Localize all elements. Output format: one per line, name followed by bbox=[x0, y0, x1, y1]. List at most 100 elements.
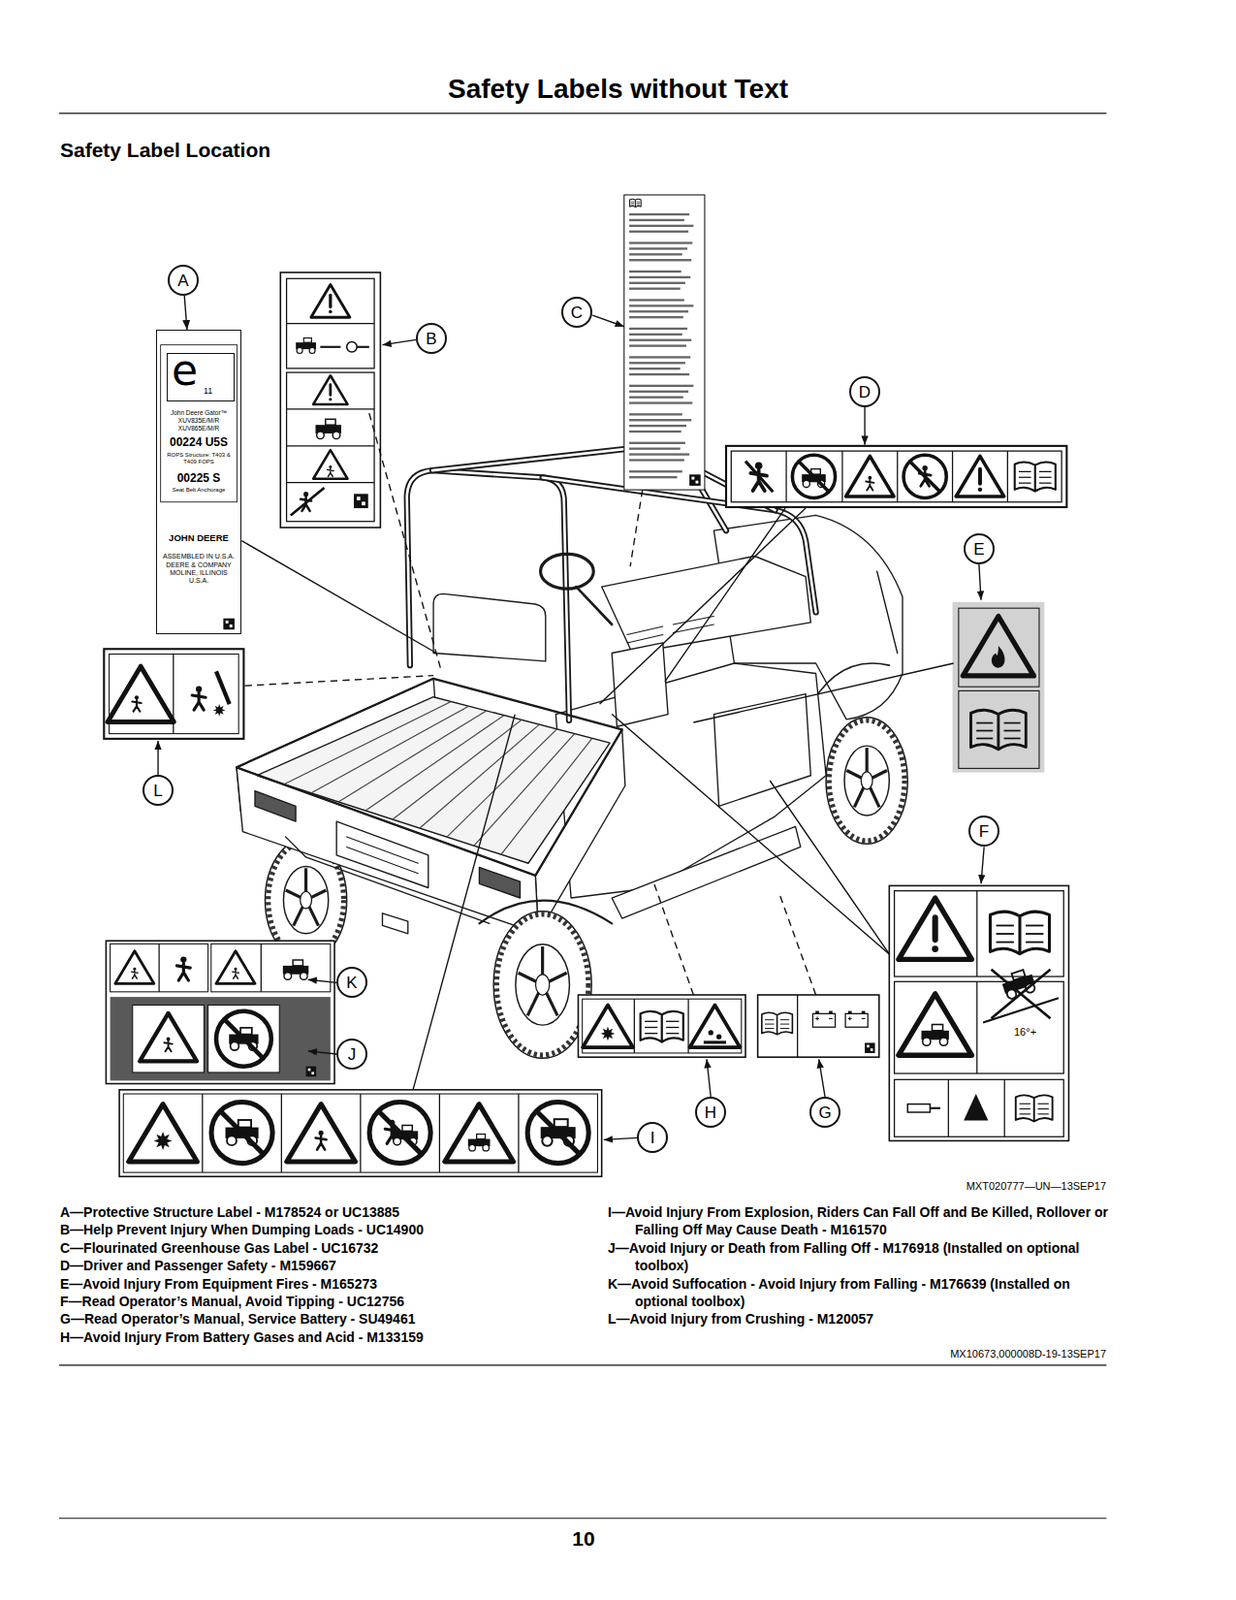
location-line bbox=[665, 507, 786, 682]
qr-code-cell bbox=[229, 624, 233, 628]
fine-print-line bbox=[629, 447, 681, 450]
section-heading: Safety Label Location bbox=[60, 137, 271, 163]
label-frame bbox=[286, 278, 375, 369]
tire bbox=[825, 717, 908, 844]
vehicle-outline bbox=[713, 694, 811, 807]
callout-letter: C bbox=[570, 304, 583, 321]
page-title: Safety Labels without Text bbox=[0, 72, 1236, 106]
fine-print-line bbox=[629, 367, 681, 370]
location-line bbox=[652, 879, 694, 995]
cell-divider bbox=[158, 943, 159, 991]
prohibition-slash bbox=[991, 969, 1051, 1019]
book-page-line bbox=[780, 1018, 790, 1020]
cylinder-icon bbox=[929, 1107, 941, 1110]
label-frame bbox=[119, 1089, 603, 1176]
prohibition-circle bbox=[792, 454, 835, 498]
acid-drop bbox=[716, 1034, 722, 1040]
plate-inner-frame bbox=[160, 345, 238, 503]
callout-letter: E bbox=[973, 540, 984, 558]
fine-print-line bbox=[629, 298, 685, 301]
vehicle-icon-wheel bbox=[226, 1135, 237, 1145]
bed-rib bbox=[392, 719, 522, 820]
legend-entry: L—Avoid Injury from Crushing - M120057 bbox=[607, 1309, 1114, 1328]
arrow-symbol bbox=[319, 346, 341, 349]
warning-triangle bbox=[898, 897, 972, 959]
fine-print-line bbox=[629, 219, 685, 222]
prohibition-slash bbox=[537, 1110, 580, 1154]
vehicle-icon-wheel bbox=[316, 431, 325, 440]
book-page-line bbox=[1025, 932, 1044, 935]
book-page-line bbox=[764, 1027, 774, 1029]
legend-entry: H—Avoid Injury From Battery Gases and Ac… bbox=[60, 1328, 424, 1346]
vehicle-outline bbox=[285, 836, 490, 923]
label-frame bbox=[758, 994, 880, 1057]
person-figure bbox=[232, 970, 239, 979]
tire-tread bbox=[496, 914, 589, 1055]
cell-divider bbox=[976, 981, 978, 1074]
vehicle-icon-wheel bbox=[309, 347, 316, 353]
fine-print-line bbox=[629, 452, 690, 455]
vehicle-outline bbox=[433, 593, 546, 661]
vehicle-icon-cab bbox=[303, 338, 312, 344]
vehicle-outline bbox=[254, 791, 296, 823]
label-frame bbox=[730, 450, 1062, 503]
cell-divider bbox=[976, 890, 978, 977]
illustration-group bbox=[103, 194, 1069, 1176]
book-page-line bbox=[1019, 1108, 1031, 1110]
book-page-line bbox=[1037, 1103, 1048, 1105]
footer-rule bbox=[59, 1517, 1107, 1519]
leader-arrow bbox=[157, 740, 159, 776]
battery-terminal bbox=[828, 1011, 833, 1015]
fine-print-line bbox=[629, 258, 692, 261]
cell-divider bbox=[785, 450, 787, 503]
callout-circle: B bbox=[415, 322, 447, 354]
label-frame bbox=[582, 998, 742, 1053]
cell-divider bbox=[286, 444, 375, 446]
fine-print-line bbox=[629, 396, 684, 399]
vehicle-icon-wheel bbox=[299, 972, 308, 981]
person-head bbox=[318, 1130, 324, 1136]
wheel-hub bbox=[300, 890, 313, 909]
callout-letter: I bbox=[650, 1129, 656, 1146]
tire-tread bbox=[828, 720, 905, 841]
warning-triangle bbox=[115, 950, 155, 984]
warning-triangle bbox=[139, 1013, 197, 1061]
person-head bbox=[921, 465, 927, 471]
explosion-icon bbox=[601, 1026, 616, 1042]
legend-entry: D—Driver and Passenger Safety - M159667 bbox=[60, 1256, 337, 1274]
exclamation-mark bbox=[328, 294, 332, 307]
book-page-line bbox=[996, 941, 1015, 944]
person-figure bbox=[865, 479, 874, 491]
label-ground bbox=[110, 996, 331, 1080]
fine-print-line bbox=[629, 412, 683, 415]
vehicle-icon-wheel bbox=[541, 1135, 552, 1145]
fine-print-line bbox=[629, 304, 694, 307]
cell-divider bbox=[517, 1093, 519, 1173]
label-frame bbox=[103, 648, 244, 739]
cylinder-icon bbox=[907, 1104, 930, 1112]
callout-letter: G bbox=[818, 1104, 831, 1121]
person-figure bbox=[327, 468, 334, 476]
callout-circle: L bbox=[142, 774, 174, 806]
exclamation-dot bbox=[931, 945, 939, 952]
book-page-line bbox=[976, 729, 993, 732]
figure-code: MXT020777—UN—13SEP17 bbox=[966, 1179, 1107, 1194]
label-text: ROPS Structure: T403 & T409 FOPS bbox=[161, 451, 236, 466]
callout-circle: K bbox=[336, 966, 368, 998]
book-page-line bbox=[665, 1032, 679, 1034]
label-frame bbox=[208, 1005, 281, 1073]
vehicle-icon-wheel bbox=[802, 479, 810, 487]
callout-letter: B bbox=[425, 330, 437, 348]
label-frame bbox=[577, 994, 746, 1057]
fine-print-line bbox=[629, 475, 677, 478]
vehicle-outline bbox=[478, 866, 520, 898]
prohibition-slash bbox=[224, 1018, 264, 1058]
callout-circle: J bbox=[336, 1038, 368, 1070]
callout-letter: K bbox=[346, 974, 357, 991]
label-frame bbox=[894, 981, 1065, 1074]
book-page-line bbox=[644, 1020, 658, 1022]
vehicle-icon-wheel bbox=[332, 431, 341, 440]
manual-book-icon bbox=[970, 709, 1026, 750]
vehicle-icon-wheel bbox=[230, 1041, 240, 1050]
